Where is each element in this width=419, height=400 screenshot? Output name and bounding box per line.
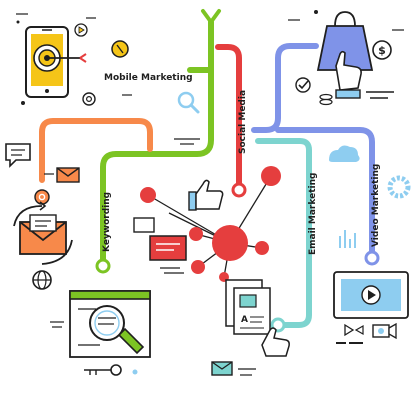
email-marketing-label: Email Marketing	[308, 173, 318, 255]
mobile-marketing-label: Mobile Marketing	[104, 73, 193, 83]
checkmark-icon	[295, 77, 311, 93]
red-pipe	[215, 44, 247, 198]
orange-pipe	[39, 118, 153, 183]
bar-chart-icon	[339, 230, 356, 248]
magnifier-icon	[174, 91, 200, 145]
gear-icon	[387, 175, 411, 199]
message-box-icon	[133, 217, 187, 274]
camera-icon	[372, 322, 397, 340]
documents-hand-icon: A	[225, 279, 290, 357]
social-media-label: Social Media	[238, 90, 248, 154]
green-pipe	[95, 9, 221, 274]
svg-text:$: $	[378, 44, 386, 57]
at-sign-icon	[82, 92, 96, 106]
hand-click-icon	[319, 50, 394, 106]
globe-icon	[32, 270, 52, 290]
blue-pipe	[251, 43, 380, 266]
key-icon	[84, 364, 138, 376]
dollar-coin-icon: $	[372, 40, 392, 60]
shopping-bag-icon	[316, 11, 374, 71]
network-graph-icon	[140, 166, 281, 282]
play-icon	[74, 23, 88, 37]
smartphone-target-icon	[25, 26, 87, 98]
envelope-icon	[44, 167, 80, 183]
at-sign-icon-2	[34, 189, 50, 205]
chat-bubble-icon	[5, 143, 31, 168]
playback-icons	[336, 323, 364, 344]
decor-top-right	[288, 10, 404, 31]
decor-dots-tl	[16, 13, 132, 105]
envelope-icon-2	[211, 361, 256, 376]
browser-magnifier-icon	[50, 290, 151, 358]
coin-icon	[111, 40, 129, 58]
email-cycle-icon	[13, 201, 73, 265]
keywording-label: Keywording	[102, 192, 112, 252]
svg-text:A: A	[241, 315, 248, 325]
video-player-icon	[333, 271, 409, 319]
thumbs-up-icon	[188, 179, 224, 211]
cloud-icon	[329, 145, 360, 162]
video-marketing-label: Video Marketing	[371, 164, 381, 247]
